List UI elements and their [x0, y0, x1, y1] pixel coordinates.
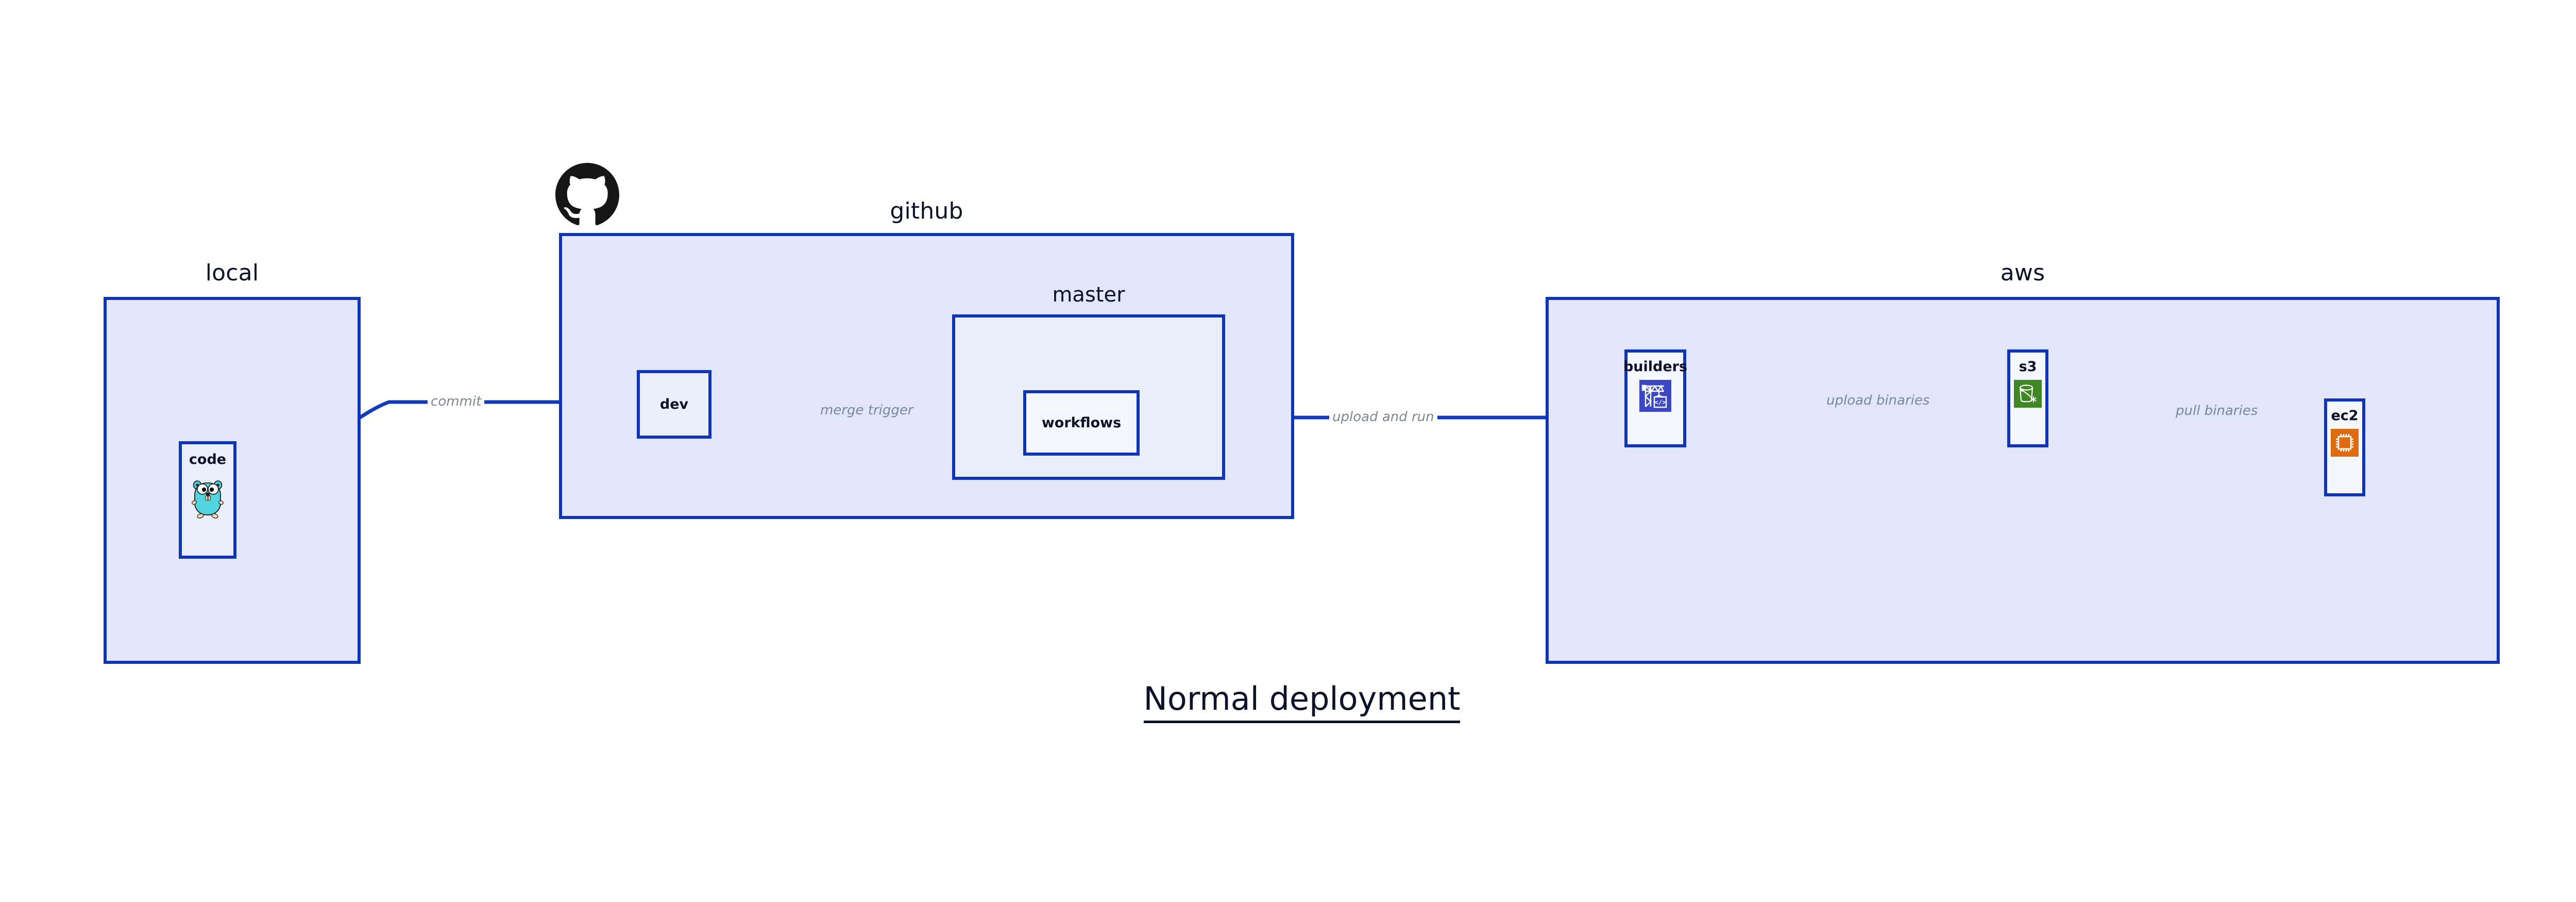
node-builders-label: builders [1623, 359, 1688, 375]
node-code[interactable]: code [179, 441, 236, 559]
node-dev[interactable]: dev [637, 370, 711, 439]
node-builders[interactable]: builders </> [1623, 349, 1688, 447]
aws-s3-bucket-icon [2014, 380, 2042, 408]
go-gopher-icon [192, 480, 224, 519]
edge-label-upload-binaries: upload binaries [1823, 394, 1933, 407]
edge-label-merge-trigger: merge trigger [817, 404, 917, 417]
subgroup-master: workflows [952, 314, 1225, 480]
node-s3-label: s3 [2019, 359, 2037, 375]
edge-label-pull-binaries: pull binaries [2173, 404, 2261, 417]
svg-text:</>: </> [1655, 399, 1666, 406]
diagram-title: Normal deployment [0, 680, 2576, 723]
edge-label-upload-and-run: upload and run [1329, 410, 1437, 424]
group-label-local: local [205, 260, 259, 286]
group-label-aws: aws [2000, 260, 2045, 286]
group-label-github: github [890, 198, 963, 224]
group-github: dev master workflows [559, 233, 1294, 519]
node-dev-label: dev [659, 396, 689, 412]
node-ec2-label: ec2 [2331, 408, 2359, 424]
group-aws: builders </> [1546, 297, 2500, 664]
subgroup-label-master: master [1052, 283, 1125, 307]
node-workflows-label: workflows [1041, 415, 1122, 431]
edge-label-commit: commit [428, 395, 485, 408]
node-workflows[interactable]: workflows [1023, 390, 1140, 456]
diagram-title-text: Normal deployment [1143, 680, 1461, 723]
node-code-label: code [189, 452, 227, 467]
node-s3[interactable]: s3 [2007, 349, 2048, 447]
group-local: code [104, 297, 361, 664]
aws-ec2-chip-icon [2331, 429, 2359, 457]
github-octocat-icon [555, 163, 619, 225]
aws-codebuild-crane-icon: </> [1639, 380, 1671, 412]
node-ec2[interactable]: ec2 [2324, 398, 2365, 496]
